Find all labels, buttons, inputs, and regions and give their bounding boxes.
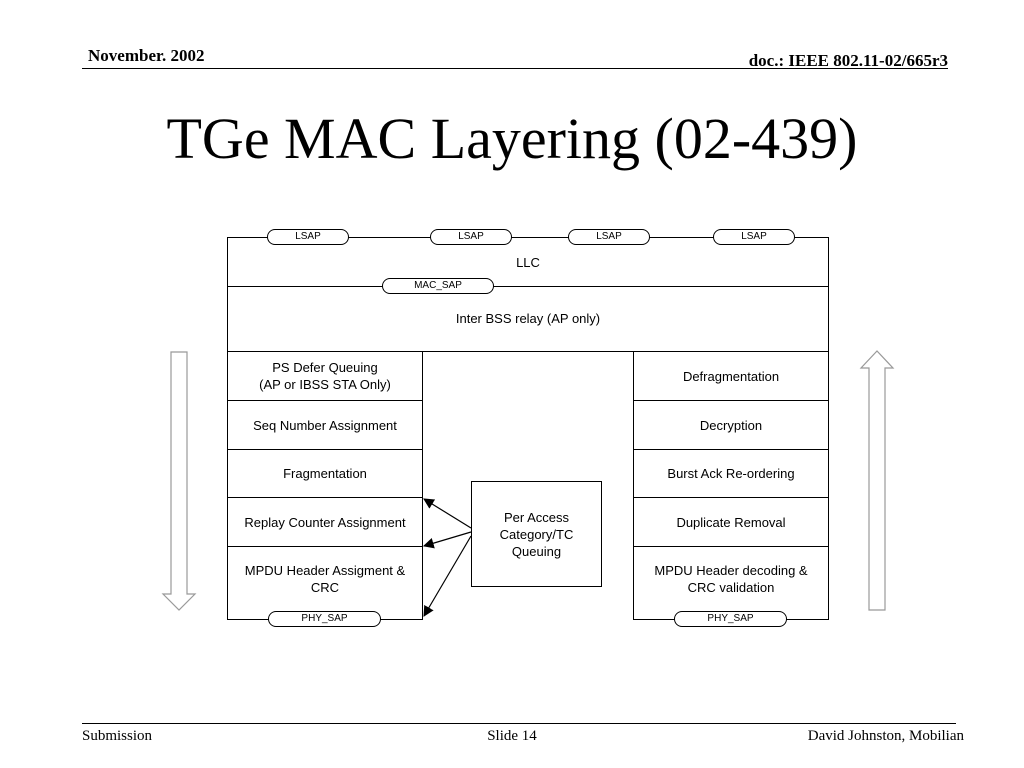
footer-submission: Submission <box>82 728 153 744</box>
lsap-pill: LSAP <box>430 229 512 245</box>
rx-block-burst-ack-reordering: Burst Ack Re-ordering <box>633 449 829 498</box>
per-access-category-queuing-box: Per Access Category/TC Queuing <box>471 481 602 587</box>
rx-block-mpdu-header-decoding: MPDU Header decoding & CRC validation <box>633 546 829 620</box>
arrow-up-icon <box>859 350 895 611</box>
tx-block-replay-counter-assignment: Replay Counter Assignment <box>227 497 423 547</box>
llc-region <box>227 237 829 352</box>
lsap-pill: LSAP <box>267 229 349 245</box>
tx-block-fragmentation: Fragmentation <box>227 449 423 498</box>
inter-bss-relay-label: Inter BSS relay (AP only) <box>455 310 601 326</box>
phy-sap-pill: PHY_SAP <box>674 611 787 627</box>
tx-block-mpdu-header-assignment: MPDU Header Assigment & CRC <box>227 546 423 620</box>
mac-sap-pill: MAC_SAP <box>382 278 494 294</box>
lsap-pill: LSAP <box>713 229 795 245</box>
lsap-pill: LSAP <box>568 229 650 245</box>
header-doc-id: doc.: IEEE 802.11-02/665r3 <box>748 51 948 70</box>
footer-divider <box>82 723 956 724</box>
footer-slide-number: Slide 14 <box>487 728 537 744</box>
queue-to-phy-sap-arrow <box>423 535 472 617</box>
tx-block-seq-number-assignment: Seq Number Assignment <box>227 400 423 450</box>
llc-divider <box>227 286 829 287</box>
queue-to-replay-arrow <box>423 498 472 529</box>
tx-block-ps-defer-queuing: PS Defer Queuing (AP or IBSS STA Only) <box>227 351 423 401</box>
header-date: November. 2002 <box>88 46 205 65</box>
llc-label: LLC <box>516 254 540 270</box>
phy-sap-pill: PHY_SAP <box>268 611 381 627</box>
arrow-down-icon <box>161 351 197 611</box>
queue-to-mpdu-header-arrow <box>422 531 472 549</box>
footer-author: David Johnston, Mobilian <box>807 728 964 744</box>
header-divider <box>82 68 948 69</box>
slide-title: TGe MAC Layering (02-439) <box>166 106 858 171</box>
